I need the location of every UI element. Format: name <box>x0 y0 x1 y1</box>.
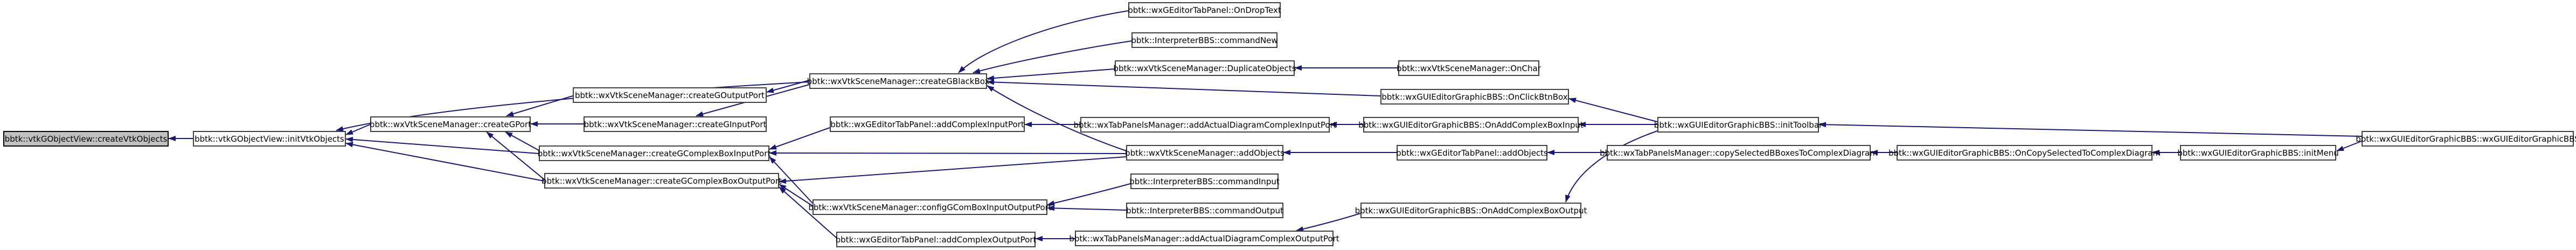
edge-commandNew-to-createGBlackBox <box>973 40 1132 74</box>
node-OnChar[interactable]: bbtk::wxVtkSceneManager::OnChar <box>1397 60 1541 76</box>
node-commandOutput[interactable]: bbtk::InterpreterBBS::commandOutput <box>1126 203 1283 218</box>
node-OnDropText[interactable]: bbtk::wxGEditorTabPanel::OnDropText <box>1128 2 1281 18</box>
node-addComplexInputPort[interactable]: bbtk::wxGEditorTabPanel::addComplexInput… <box>830 116 1025 132</box>
node-OnAddComplexBoxOutput[interactable]: bbtk::wxGUIEditorGraphicBBS::OnAddComple… <box>1355 203 1587 218</box>
edge-createGComplexBoxOutputPort-to-initVtkObjects <box>345 142 545 182</box>
node-addActualDiagramComplexInputPort[interactable]: bbtk::wxTabPanelsManager::addActualDiagr… <box>1073 117 1337 133</box>
edge-OnClickBtnBox-to-createGBlackBox <box>987 79 1381 96</box>
node-OnClickBtnBox[interactable]: bbtk::wxGUIEditorGraphicBBS::OnClickBtnB… <box>1380 89 1569 105</box>
edge-createGOutputPort-to-createGPort <box>506 95 573 117</box>
node-addObjectsSM[interactable]: bbtk::wxVtkSceneManager::addObjects <box>1125 145 1284 161</box>
edge-commandInput-to-configGComBoxInputOutputPort <box>1047 183 1131 206</box>
edge-OnAddComplexBoxOutput-to-addActualDiagramComplexOutputPort <box>1296 213 1361 232</box>
edge-configGComBoxInputOutputPort-to-createGComplexBoxInputPort <box>769 156 813 204</box>
edge-OnDropText-to-createGBlackBox <box>958 10 1129 73</box>
edge-addObjectsSM-to-createGComplexBoxInputPort <box>769 150 1127 156</box>
node-copySelectedBBoxesToComplexDiagram[interactable]: bbtk::wxTabPanelsManager::copySelectedBB… <box>1600 145 1878 161</box>
node-createGBlackBox[interactable]: bbtk::wxVtkSceneManager::createGBlackBox <box>807 73 989 89</box>
edge-configGComBoxInputOutputPort-to-createGComplexBoxOutputPort <box>779 184 813 206</box>
edge-addObjectsSM-to-createGBlackBox <box>987 85 1127 151</box>
edge-addObjectsSM-to-createGComplexBoxOutputPort <box>779 156 1127 184</box>
node-initVtkObjects[interactable]: bbtk::vtkGObjectView::initVtkObjects <box>193 131 346 147</box>
edge-createGPort-to-initVtkObjects <box>345 124 371 135</box>
node-addComplexOutputPort[interactable]: bbtk::wxGEditorTabPanel::addComplexOutpu… <box>836 232 1036 247</box>
node-createGOutputPort[interactable]: bbtk::wxVtkSceneManager::createGOutputPo… <box>573 87 767 103</box>
edge-createGBlackBox-to-createGOutputPort <box>766 80 810 93</box>
node-createVtkObjects: bbtk::vtkGObjectView::createVtkObjects <box>3 131 169 147</box>
node-ctor[interactable]: bbtk::wxGUIEditorGraphicBBS::wxGUIEditor… <box>2356 131 2576 147</box>
node-DuplicateObjects[interactable]: bbtk::wxVtkSceneManager::DuplicateObject… <box>1113 60 1296 76</box>
edge-createGComplexBoxInputPort-to-initVtkObjects <box>345 136 539 154</box>
edge-ctor-to-initMenu <box>2336 141 2362 151</box>
node-OnAddComplexBoxInput[interactable]: bbtk::wxGUIEditorGraphicBBS::OnAddComple… <box>1358 117 1584 133</box>
node-initMenu[interactable]: bbtk::wxGUIEditorGraphicBBS::initMenu <box>2177 145 2339 161</box>
node-commandNew[interactable]: bbtk::InterpreterBBS::commandNew <box>1131 32 1278 48</box>
edge-group <box>168 10 2362 241</box>
edge-ctor-to-initToolbar <box>1818 122 2362 137</box>
node-initToolbar[interactable]: bbtk::wxGUIEditorGraphicBBS::initToolbar <box>1654 117 1822 133</box>
edge-createGComplexBoxInputPort-to-createGPort <box>505 131 539 151</box>
node-createGInputPort[interactable]: bbtk::wxVtkSceneManager::createGInputPor… <box>584 116 767 132</box>
edge-addComplexInputPort-to-createGComplexBoxInputPort <box>769 127 830 150</box>
edge-initToolbar-to-OnClickBtnBox <box>1568 98 1658 122</box>
node-createGComplexBoxOutputPort[interactable]: bbtk::wxVtkSceneManager::createGComplexB… <box>541 173 782 189</box>
edge-createGComplexBoxOutputPort-to-createGPort <box>486 131 545 180</box>
node-addActualDiagramComplexOutputPort[interactable]: bbtk::wxTabPanelsManager::addActualDiagr… <box>1069 231 1339 246</box>
edge-DuplicateObjects-to-createGBlackBox <box>987 68 1115 81</box>
node-createGComplexBoxInputPort[interactable]: bbtk::wxVtkSceneManager::createGComplexB… <box>538 145 770 161</box>
node-createGPort[interactable]: bbtk::wxVtkSceneManager::createGPort <box>370 116 531 132</box>
edge-addComplexOutputPort-to-createGComplexBoxOutputPort <box>779 186 837 238</box>
node-OnCopySelectedToComplexDiagram[interactable]: bbtk::wxGUIEditorGraphicBBS::OnCopySelec… <box>1888 145 2161 161</box>
node-configGComBoxInputOutputPort[interactable]: bbtk::wxVtkSceneManager::configGComBoxIn… <box>808 199 1052 215</box>
edge-initToolbar-to-OnAddComplexBoxOutput <box>1565 130 1658 203</box>
edge-commandOutput-to-configGComBoxInputOutputPort <box>1047 205 1127 211</box>
node-addObjectsTP[interactable]: bbtk::wxGEditorTabPanel::addObjects <box>1396 145 1548 161</box>
node-commandInput[interactable]: bbtk::InterpreterBBS::commandInput <box>1129 173 1280 189</box>
